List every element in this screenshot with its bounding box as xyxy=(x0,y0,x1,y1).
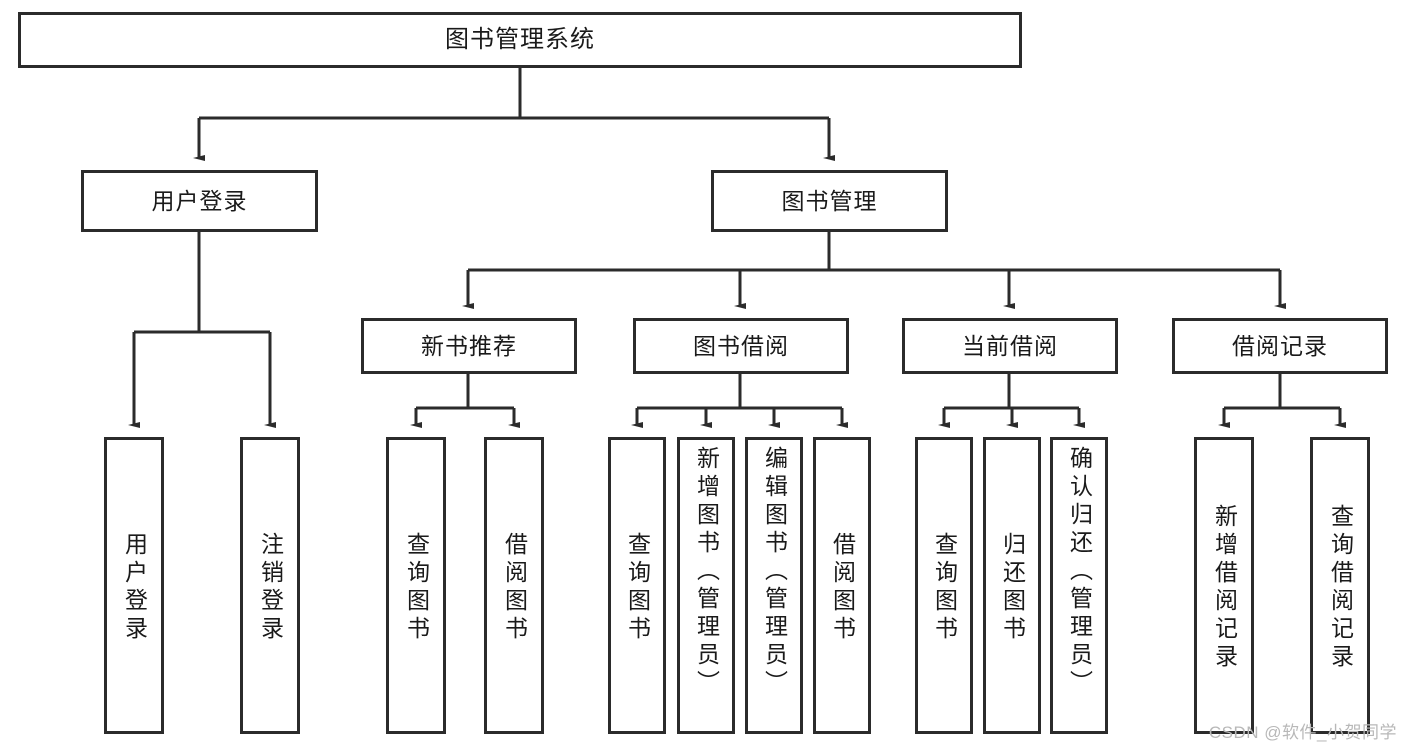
node-leaf-add-record[interactable]: 新增借阅记录 xyxy=(1194,437,1254,734)
node-root-label: 图书管理系统 xyxy=(445,26,595,54)
node-leaf-query-book-1[interactable]: 查询图书 xyxy=(386,437,446,734)
node-leaf-add-record-label: 新增借阅记录 xyxy=(1211,503,1238,672)
node-leaf-query-book-3-label: 查询图书 xyxy=(931,531,958,644)
node-leaf-query-record[interactable]: 查询借阅记录 xyxy=(1310,437,1370,734)
node-book-manage-label: 图书管理 xyxy=(781,187,878,214)
node-new-book-recommend[interactable]: 新书推荐 xyxy=(361,318,577,374)
node-book-borrow-label: 图书借阅 xyxy=(693,332,789,359)
node-book-borrow[interactable]: 图书借阅 xyxy=(633,318,849,374)
node-leaf-borrow-book-1-label: 借阅图书 xyxy=(501,531,528,644)
node-new-book-recommend-label: 新书推荐 xyxy=(421,332,517,359)
node-leaf-add-book[interactable]: 新增图书（管理员） xyxy=(677,437,735,734)
node-leaf-confirm-return-label: 确认归还（管理员） xyxy=(1066,446,1093,698)
node-leaf-borrow-book-1[interactable]: 借阅图书 xyxy=(484,437,544,734)
node-borrow-record[interactable]: 借阅记录 xyxy=(1172,318,1388,374)
node-leaf-user-login[interactable]: 用户登录 xyxy=(104,437,164,734)
node-leaf-return-book[interactable]: 归还图书 xyxy=(983,437,1041,734)
node-book-manage[interactable]: 图书管理 xyxy=(711,170,948,232)
node-leaf-user-login-label: 用户登录 xyxy=(121,531,148,644)
watermark-text: CSDN @软件_小贺同学 xyxy=(1208,723,1397,742)
node-leaf-query-book-1-label: 查询图书 xyxy=(403,531,430,644)
node-leaf-query-book-3[interactable]: 查询图书 xyxy=(915,437,973,734)
node-user-login[interactable]: 用户登录 xyxy=(81,170,318,232)
node-leaf-borrow-book-2[interactable]: 借阅图书 xyxy=(813,437,871,734)
node-leaf-add-book-label: 新增图书（管理员） xyxy=(693,446,720,698)
node-current-borrow[interactable]: 当前借阅 xyxy=(902,318,1118,374)
node-current-borrow-label: 当前借阅 xyxy=(962,332,1058,359)
node-leaf-logout-label: 注销登录 xyxy=(257,531,284,644)
node-user-login-label: 用户登录 xyxy=(151,187,248,214)
node-leaf-confirm-return[interactable]: 确认归还（管理员） xyxy=(1050,437,1108,734)
node-borrow-record-label: 借阅记录 xyxy=(1232,332,1328,359)
node-root[interactable]: 图书管理系统 xyxy=(18,12,1022,68)
node-leaf-borrow-book-2-label: 借阅图书 xyxy=(829,531,856,644)
node-leaf-edit-book[interactable]: 编辑图书（管理员） xyxy=(745,437,803,734)
node-leaf-edit-book-label: 编辑图书（管理员） xyxy=(761,446,788,698)
node-leaf-query-record-label: 查询借阅记录 xyxy=(1327,503,1354,672)
node-leaf-query-book-2[interactable]: 查询图书 xyxy=(608,437,666,734)
node-leaf-query-book-2-label: 查询图书 xyxy=(624,531,651,644)
node-leaf-logout[interactable]: 注销登录 xyxy=(240,437,300,734)
node-leaf-return-book-label: 归还图书 xyxy=(999,531,1026,644)
